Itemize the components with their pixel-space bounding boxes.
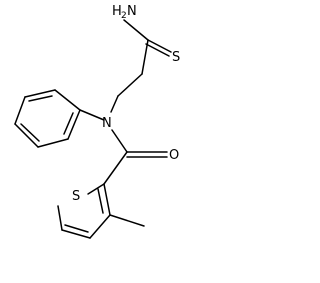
bond-th-c3-c4 [89,214,111,239]
bond-th-c4-c5-a [61,229,91,239]
bond-layer [14,19,172,239]
thione-s-label: S [172,50,180,65]
bond-th-c5-s [57,205,63,231]
bond-th-c2-c3-b [97,188,104,214]
molecule-diagram: H 2 N S N O S [14,4,180,239]
bond-carbonyl-thiophene [103,151,128,185]
bond-ph-1 [54,89,81,111]
bond-ph-5 [37,138,69,148]
bond-c-nh2 [123,19,149,41]
bond-c-s-double-b [145,43,170,57]
bond-ph-inner-3 [63,112,74,135]
bond-ph-6 [67,109,81,140]
bond-ph-inner-1 [28,95,53,102]
bond-chain-3 [110,95,119,113]
bond-ph-2 [24,89,56,98]
thiophene-s-label: S [72,189,80,204]
amine-n-text: N [127,4,137,19]
bond-ph-3 [14,96,26,125]
bond-ph-4 [14,123,39,148]
bond-n-carbonyl [111,129,128,153]
bond-chain-1 [141,39,149,75]
bond-ph-inner-2 [20,123,40,142]
amine-nh2-label: H 2 N [112,4,137,21]
bond-c-s-double-a [147,39,172,53]
carbonyl-o-label: O [169,148,179,163]
bond-methyl [109,214,145,227]
bond-th-s-c2 [87,183,105,195]
bond-th-c4-c5-b [64,224,89,233]
bond-chain-2 [117,73,143,97]
atom-layer: H 2 N S N O S [72,4,180,204]
amine-h-text: H [112,4,122,19]
bond-th-c2-c3-a [103,183,111,216]
amide-n-label: N [102,116,112,131]
amine-sub-text: 2 [121,11,127,21]
bond-n-phenyl [79,109,105,121]
